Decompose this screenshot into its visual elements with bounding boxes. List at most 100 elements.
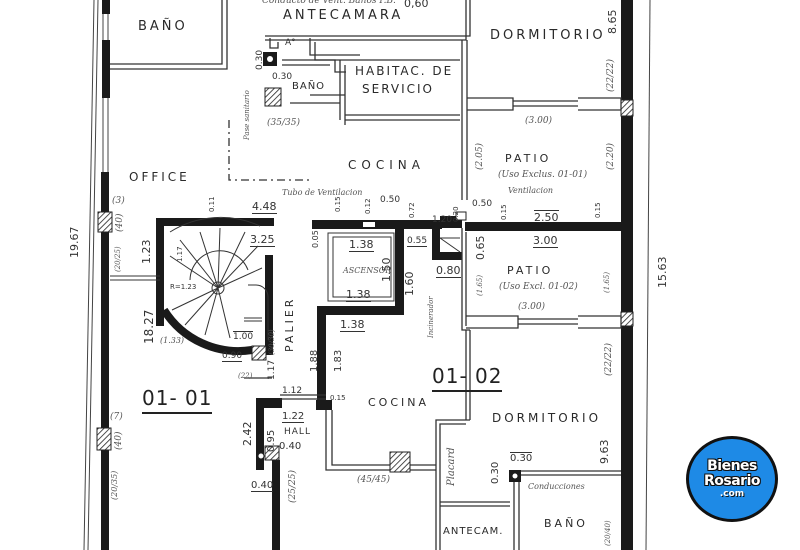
room-label-patio-top: PATIO [505,152,552,165]
dim-0-80: 0.80 [436,264,461,278]
dim-0-11: 0.11 [208,196,216,212]
patio-mid-subtitle: (Uso Excl. 01-02) [499,282,578,292]
duct-hatch [264,87,282,107]
room-label-dormitorio-top: DORMITORIO [490,28,606,43]
room-label-patio-mid: PATIO [507,264,554,277]
room-label-placard: Placard [446,447,457,486]
room-label-bano-servicio: BAÑO [292,81,326,92]
dim-1-83: 1.83 [333,349,344,372]
heavy-walls [156,216,625,550]
room-label-servicio: SERVICIO [362,82,434,96]
dim-1-38-b: 1.38 [346,288,371,302]
dim-r-1-23: R=1.23 [170,283,197,291]
dim-0-15-d: 0.15 [330,394,346,402]
dim-1-23: 1.23 [140,239,153,265]
room-label-office: OFFICE [129,170,190,184]
dim-0-20: 0.20 [452,206,460,222]
dim-35-35: (35/35) [267,118,300,128]
dim-15-63: 15.63 [656,256,669,289]
dormitorio-top-walls [467,97,622,111]
dim-2-20: (2.20) [606,142,616,170]
dim-0-65: 0.65 [474,235,487,261]
dim-18-27: 18.27 [142,309,156,344]
dim-0-40-a: 0.40 [279,441,302,452]
dim-8-65: 8.65 [606,9,619,35]
room-label-bano-top-left: BAÑO [138,19,188,34]
dim-1-38-c: 1.38 [340,318,365,332]
dim-0-30-b: 0.30 [272,72,293,82]
logo-line-3: .com [719,488,745,499]
dim-3-00-p: (3.00) [525,116,553,126]
dim-25-25: (25/25) [288,470,298,503]
dim-9-63: 9.63 [598,439,611,465]
dim-1-65-left: (1.65) [476,274,484,296]
dim-22: (22) [238,372,253,380]
room-label-cocina-top: COCINA [348,158,425,172]
service-walls [265,0,471,200]
room-label-antecam: ANTECAM. [443,526,504,537]
dim-0-30-a: 0.30 [255,49,265,70]
spiral-stair [160,216,269,356]
dim-1-12: 1.12 [282,386,303,396]
dim-2-42: 2.42 [241,421,254,447]
dim-3-00: 3.00 [533,234,558,248]
logo-line-2: Rosario [704,472,761,489]
annotation-pase-sanitario: Pase sanitario [243,90,251,140]
bienes-rosario-logo: Bienes Rosario .com [686,436,778,522]
dim-4-48: 4.48 [252,200,277,214]
dim-2-50: 2.50 [534,210,559,224]
dim-1-00: 1.00 [233,331,254,342]
dim-1-65-right: (1.65) [603,271,611,293]
annotation-conducciones: Conducciones [528,482,585,491]
dim-1-38-a: 1.38 [349,238,374,252]
dim-1-60: 1.60 [403,271,416,297]
room-label-dormitorio-bottom: DORMITORIO [492,411,602,425]
dim-40-bottom: (40) [114,431,124,450]
annotation-tubo-ventilacion: Tubo de Ventilacion [282,188,363,197]
dim-1-88: 1.88 [309,349,320,372]
room-label-habitac: HABITAC. DE [355,64,454,78]
dim-3-25: 3.25 [250,233,275,247]
dim-22-22-bottom: (22/22) [604,343,614,376]
patio-top-subtitle: (Uso Exclus. 01-01) [498,170,588,180]
annotation-a-deg: A° [285,38,296,48]
dim-3-top: (3) [112,196,125,206]
dim-0-05: 0.05 [311,230,320,248]
dim-0-72: 0.72 [408,202,416,218]
dim-2-05: (2.05) [475,142,485,170]
dim-1-20: 1.20 [432,215,453,225]
dim-20-40: (20/40) [604,520,612,546]
dim-0-15-right: 0.15 [500,204,508,220]
room-label-palier: PALIER [283,296,296,352]
annotation-ventilacion: Ventilacion [508,186,554,195]
dim-7: (7) [110,412,123,422]
dim-22-22-top: (22/22) [606,59,616,92]
dim-20-25: (20/25) [114,246,122,272]
bano-top-left-walls [110,0,228,70]
dim-0-50-mid: 0.50 [380,195,401,205]
dim-0-50-right: 0.50 [472,199,493,209]
dim-0-30-d: 0.30 [490,461,501,484]
dim-0-15-b: 0.15 [594,202,602,218]
dim-3-00-p2: (3.00) [518,302,546,312]
dim-45-45: (45/45) [357,475,390,485]
dim-1-33: (1.33) [160,336,185,345]
dim-1-22: 1.22 [282,411,305,423]
unit-walls [244,228,622,550]
property-lines [83,0,651,550]
left-wall [96,0,113,550]
dim-20-35: (20/35) [110,470,119,500]
annotation-incinerador: Incinerador [427,296,435,338]
dim-0-90: 0.90 [222,351,243,362]
room-label-bano-bottom: BAÑO [544,517,588,530]
dim-1-17-b: 1.17 [267,359,277,380]
dim-19-67: 19.67 [68,226,81,259]
annotation-top-note: Conducto de Vent. Baños P.B. [262,0,396,6]
dim-30-30: (30/30) [268,329,276,355]
room-label-hall: HALL [284,427,311,437]
room-label-cocina-bottom: COCINA [368,396,430,409]
logo-line-1: Bienes [707,457,757,474]
annotation-top-value: 0,60 [404,0,429,10]
dim-0-15-c: 0.15 [334,196,342,212]
dim-0-12: 0.12 [364,198,372,214]
